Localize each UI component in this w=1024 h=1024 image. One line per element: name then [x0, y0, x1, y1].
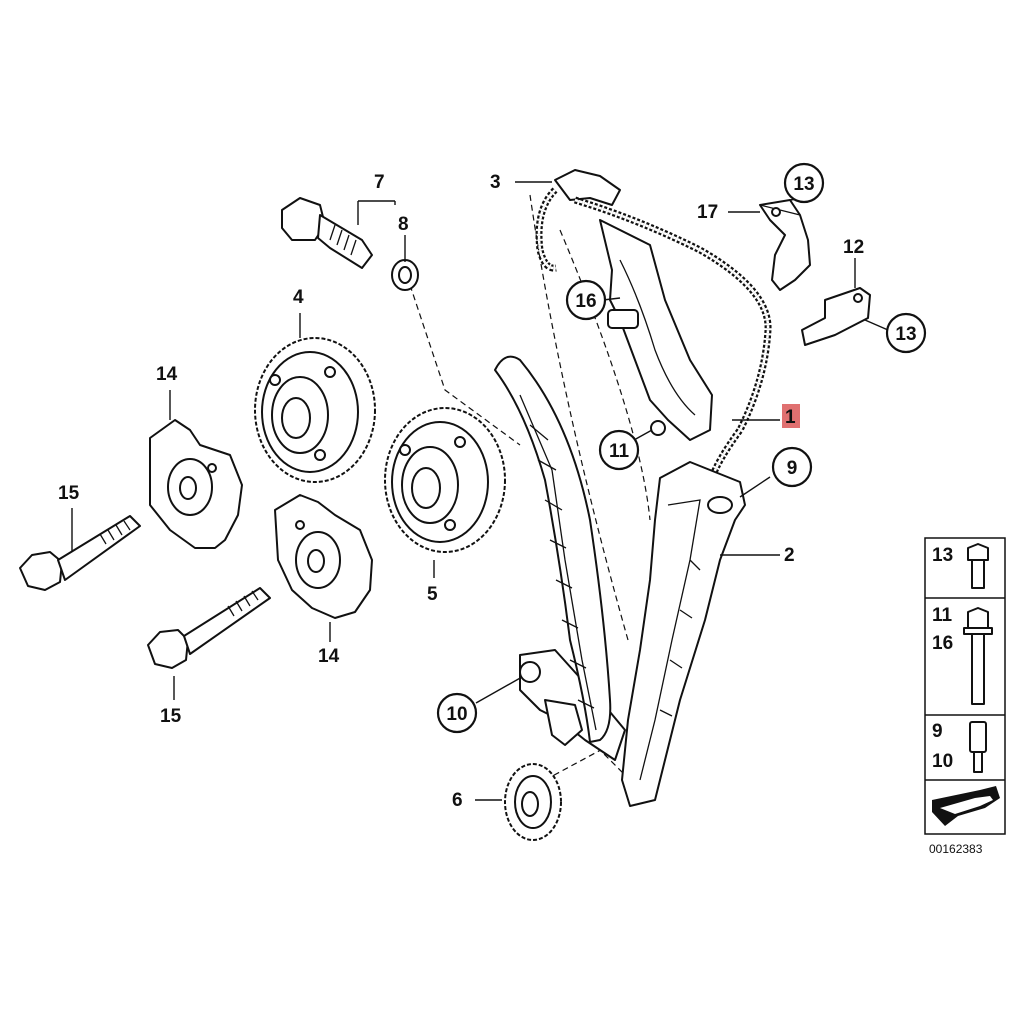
callout-3: 3	[490, 172, 501, 193]
callout-16: 16	[575, 291, 596, 312]
circled-callouts: 13 13 16 11 9 10	[436, 162, 927, 734]
part-camshaft-gear-upper	[254, 337, 376, 483]
part-central-bolt	[281, 197, 419, 291]
part-tensioner-rail	[599, 219, 713, 441]
leader-lines	[71, 181, 889, 801]
part-trigger-wheel-left	[149, 419, 243, 549]
callout-17: 17	[697, 202, 718, 223]
part-fixed-rail	[494, 355, 612, 746]
legend-label-9: 9	[932, 721, 943, 742]
callout-2: 2	[784, 545, 795, 566]
part-bolt-right	[147, 587, 271, 669]
callout-1: 1	[785, 407, 796, 428]
legend-long-bolt-icon	[963, 607, 993, 705]
callout-5: 5	[427, 584, 438, 605]
callout-12: 12	[843, 237, 864, 258]
legend-label-13: 13	[932, 545, 953, 566]
fastener-legend: 13 11 16 9 10	[924, 537, 1006, 835]
legend-label-11: 11	[932, 605, 953, 626]
callout-13-mid: 13	[895, 324, 916, 345]
legend-label-16: 16	[932, 633, 953, 654]
part-bracket-12	[801, 287, 871, 346]
part-bolt-left	[19, 515, 141, 591]
part-bracket-17	[759, 199, 811, 291]
legend-sleeve-icon	[969, 721, 987, 773]
callout-9: 9	[787, 458, 798, 479]
callout-15-left: 15	[58, 483, 80, 504]
legend-short-bolt-icon	[967, 543, 989, 589]
callout-14-right: 14	[318, 646, 340, 667]
catalog-number: 00162383	[929, 842, 983, 856]
legend-label-10: 10	[932, 751, 953, 772]
callout-14-left: 14	[156, 364, 178, 385]
callout-7: 7	[374, 172, 385, 193]
part-trigger-wheel-right	[274, 494, 373, 619]
callout-15-right: 15	[160, 706, 182, 727]
callout-8: 8	[398, 214, 409, 235]
callout-11: 11	[609, 441, 630, 462]
callout-1-highlight	[782, 404, 800, 428]
callout-6: 6	[452, 790, 463, 811]
arrow-icon	[932, 786, 1000, 826]
part-upper-guide	[535, 169, 621, 272]
callout-10: 10	[446, 704, 467, 725]
callout-labels: 3 7 8 4 5 14 14 15 15 6 2 17 12 1	[58, 172, 864, 811]
callout-13-top: 13	[793, 174, 814, 195]
part-camshaft-gear-lower	[384, 407, 506, 553]
part-crank-sprocket	[504, 763, 562, 841]
part-timing-chain	[573, 196, 772, 480]
callout-4: 4	[293, 287, 304, 308]
